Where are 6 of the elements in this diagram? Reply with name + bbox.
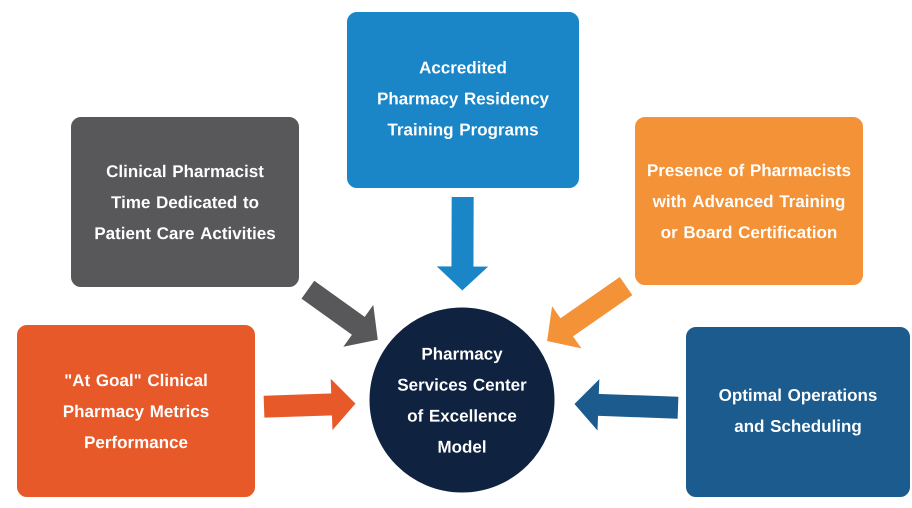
arrow — [547, 277, 632, 348]
process-box: Presence of Pharmacists with Advanced Training or Board Certification — [631, 113, 867, 289]
process-box: Accredited Pharmacy Residency Training Programs — [343, 8, 583, 192]
process-box: "At Goal" Clinical Pharmacy Metrics Performance — [13, 321, 259, 501]
process-box: Clinical Pharmacist Time Dedicated to Patient Care Activities — [67, 113, 303, 291]
process-box: Optimal Operations and Scheduling — [682, 323, 912, 501]
